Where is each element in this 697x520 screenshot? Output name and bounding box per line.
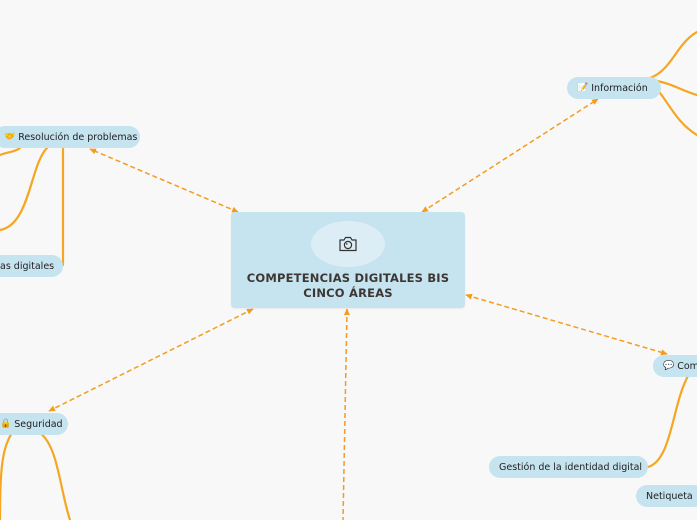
branch-seguridad-2 xyxy=(0,431,14,520)
topic-informacion[interactable]: 📝 Información xyxy=(567,77,661,99)
topic-resolucion-problemas[interactable]: 🤝 Resolución de problemas xyxy=(0,126,140,148)
branch-resolucion-2 xyxy=(0,146,49,232)
subtopic-identidad-digital[interactable]: Gestión de la identidad digital xyxy=(489,456,648,478)
subtopic-herramientas-label: as digitales xyxy=(0,260,55,272)
central-topic[interactable]: COMPETENCIAS DIGITALES BIS CINCO ÁREAS xyxy=(231,212,465,308)
handshake-icon: 🤝 xyxy=(4,132,16,142)
link-central-informacion xyxy=(421,98,599,213)
link-central-resolucion xyxy=(89,148,239,213)
lock-icon: 🔒 xyxy=(0,419,12,429)
topic-comunicacion[interactable]: 💬 Com xyxy=(653,355,697,377)
topic-resolucion-label: Resolución de problemas xyxy=(18,131,138,143)
central-image xyxy=(311,221,385,267)
branch-comunicacion-1 xyxy=(646,374,690,469)
link-central-comunicacion xyxy=(465,293,668,356)
topic-seguridad-label: Seguridad xyxy=(14,418,63,430)
topic-informacion-label: Información xyxy=(591,82,648,94)
subtopic-netiqueta[interactable]: Netiqueta xyxy=(636,485,697,507)
camera-icon xyxy=(339,236,357,252)
memo-icon: 📝 xyxy=(577,83,589,93)
link-central-seguridad xyxy=(48,308,254,412)
central-title: COMPETENCIAS DIGITALES BIS CINCO ÁREAS xyxy=(231,271,465,301)
link-central-bottom xyxy=(342,308,350,520)
branch-informacion-1 xyxy=(648,30,697,80)
topic-seguridad[interactable]: 🔒 Seguridad xyxy=(0,413,68,435)
branch-seguridad-1 xyxy=(38,431,72,520)
central-title-line2: CINCO ÁREAS xyxy=(303,286,393,300)
branch-resolucion-3 xyxy=(0,146,22,157)
central-title-line1: COMPETENCIAS DIGITALES BIS xyxy=(246,271,450,285)
subtopic-netiqueta-label: Netiqueta xyxy=(646,490,693,502)
topic-comunicacion-label: Com xyxy=(677,360,697,372)
subtopic-identidad-label: Gestión de la identidad digital xyxy=(499,461,643,473)
subtopic-herramientas-digitales[interactable]: as digitales xyxy=(0,255,63,277)
speech-bubble-icon: 💬 xyxy=(663,361,675,371)
